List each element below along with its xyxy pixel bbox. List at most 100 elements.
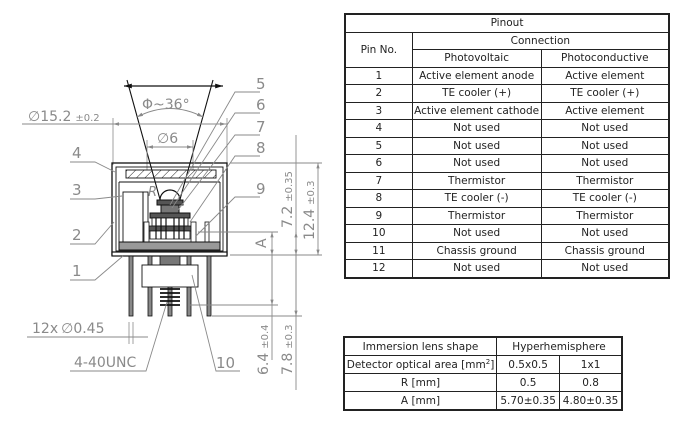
a-value-1: 5.70±0.35 bbox=[496, 391, 561, 411]
photovoltaic-cell: TE cooler (+) bbox=[411, 84, 542, 103]
r-value-2: 0.8 bbox=[559, 373, 623, 392]
photovoltaic-cell: TE cooler (-) bbox=[411, 189, 542, 208]
height-dimensions bbox=[190, 135, 322, 390]
lens-shape-label: Immersion lens shape bbox=[343, 336, 498, 356]
r-value-1: 0.5 bbox=[496, 373, 561, 392]
photovoltaic-cell: Active element anode bbox=[411, 66, 542, 85]
pin-number-cell: 5 bbox=[344, 136, 413, 155]
photoconductive-cell: Chassis ground bbox=[540, 241, 670, 260]
photoconductive-cell: Not used bbox=[540, 136, 670, 155]
photoconductive-cell: TE cooler (+) bbox=[540, 84, 670, 103]
callout-10: 10 bbox=[216, 354, 235, 372]
pins-and-thread bbox=[128, 255, 212, 317]
pin-number-cell: 2 bbox=[344, 84, 413, 103]
photoconductive-cell: Active element bbox=[540, 66, 670, 85]
outer-diameter-dimension: ∅15.2 ±0.2 bbox=[22, 109, 228, 165]
photoconductive-cell: Not used bbox=[540, 224, 670, 243]
pin-count: 12x bbox=[32, 321, 58, 337]
photovoltaic-cell: Thermistor bbox=[411, 171, 542, 190]
pin-number-cell: 4 bbox=[344, 119, 413, 138]
diameter-symbol: ∅ bbox=[28, 109, 40, 125]
callout-3: 3 bbox=[72, 181, 82, 199]
photovoltaic-cell: Not used bbox=[411, 119, 542, 138]
photoconductive-cell: Thermistor bbox=[540, 206, 670, 225]
thread-label: 4-40UNC bbox=[74, 355, 136, 371]
callout-2: 2 bbox=[72, 226, 82, 244]
pin-number-cell: 8 bbox=[344, 189, 413, 208]
photoconductive-cell: TE cooler (-) bbox=[540, 189, 670, 208]
height-dim-7-2: 7.2±0.35 bbox=[280, 171, 296, 228]
a-row: A [mm] 5.70±0.35 4.80±0.35 bbox=[343, 391, 623, 411]
pinout-table: Pinout Pin No. Connection Photovoltaic P… bbox=[344, 13, 670, 279]
pin-diameter-dimension: 12x∅0.45 bbox=[27, 321, 148, 344]
pin-no-header: Pin No. bbox=[344, 31, 413, 68]
photovoltaic-cell: Thermistor bbox=[411, 206, 542, 225]
pinout-title: Pinout bbox=[344, 13, 670, 33]
photovoltaic-cell: Active element cathode bbox=[411, 101, 542, 120]
lens-parameters-table: Immersion lens shape Hyperhemisphere Det… bbox=[343, 336, 623, 411]
height-dim-12-4: 12.4±0.3 bbox=[302, 181, 318, 240]
pin-number-cell: 11 bbox=[344, 241, 413, 260]
photoconductive-cell: Not used bbox=[540, 154, 670, 173]
pin-number-cell: 3 bbox=[344, 101, 413, 120]
height-dim-6-4: 6.4±0.4 bbox=[256, 324, 272, 375]
pin-number-cell: 9 bbox=[344, 206, 413, 225]
detector-technical-drawing: Φ~36° ∅15.2±0.2 ∅6 bbox=[22, 75, 322, 390]
photoconductive-header: Photoconductive bbox=[540, 49, 670, 68]
callout-8: 8 bbox=[256, 139, 266, 157]
optical-area-value-2: 1x1 bbox=[559, 355, 623, 374]
thread-callout: 4-40UNC bbox=[70, 301, 168, 372]
lens-shape-row: Immersion lens shape Hyperhemisphere bbox=[343, 336, 623, 356]
photoconductive-cell: Thermistor bbox=[540, 171, 670, 190]
optical-area-label: Detector optical area [mm2] bbox=[343, 355, 498, 374]
window-diameter-dimension: ∅6 bbox=[146, 131, 194, 170]
outer-diameter-value: 15.2 bbox=[40, 109, 71, 125]
lens-shape-value: Hyperhemisphere bbox=[496, 336, 623, 356]
pin-number-cell: 10 bbox=[344, 224, 413, 243]
optical-area-row: Detector optical area [mm2] 0.5x0.5 1x1 bbox=[343, 355, 623, 374]
outer-diameter-tolerance: ±0.2 bbox=[75, 113, 99, 124]
pin-number-cell: 6 bbox=[344, 154, 413, 173]
height-dim-7-8: 7.8±0.3 bbox=[280, 324, 296, 375]
a-label: A [mm] bbox=[343, 391, 498, 411]
dimension-a-label: A bbox=[254, 238, 270, 248]
photovoltaic-cell: Chassis ground bbox=[411, 241, 542, 260]
callouts bbox=[70, 91, 260, 372]
photoconductive-cell: Not used bbox=[540, 259, 670, 278]
photovoltaic-header: Photovoltaic bbox=[411, 49, 542, 68]
r-label: R [mm] bbox=[343, 373, 498, 392]
pin-number-cell: 7 bbox=[344, 171, 413, 190]
svg-text:∅15.2±0.2: ∅15.2 ±0.2 bbox=[28, 109, 100, 125]
callout-5: 5 bbox=[256, 75, 266, 93]
a-value-2: 4.80±0.35 bbox=[559, 391, 623, 411]
connection-header: Connection bbox=[411, 31, 670, 50]
r-row: R [mm] 0.5 0.8 bbox=[343, 373, 623, 392]
radius-label: R bbox=[148, 185, 157, 200]
photovoltaic-cell: Not used bbox=[411, 224, 542, 243]
svg-text:12x∅0.45: 12x∅0.45 bbox=[32, 321, 104, 337]
detector-housing bbox=[111, 162, 228, 257]
photoconductive-cell: Not used bbox=[540, 119, 670, 138]
callout-7: 7 bbox=[256, 118, 266, 136]
optical-area-value-1: 0.5x0.5 bbox=[496, 355, 561, 374]
photovoltaic-cell: Not used bbox=[411, 136, 542, 155]
photovoltaic-cell: Not used bbox=[411, 154, 542, 173]
window-diameter-value: 6 bbox=[169, 131, 178, 147]
pin-number-cell: 1 bbox=[344, 66, 413, 85]
svg-text:∅6: ∅6 bbox=[157, 131, 178, 147]
callout-6: 6 bbox=[256, 96, 266, 114]
callout-1: 1 bbox=[72, 262, 82, 280]
callout-4: 4 bbox=[72, 144, 82, 162]
callout-9: 9 bbox=[256, 180, 266, 198]
